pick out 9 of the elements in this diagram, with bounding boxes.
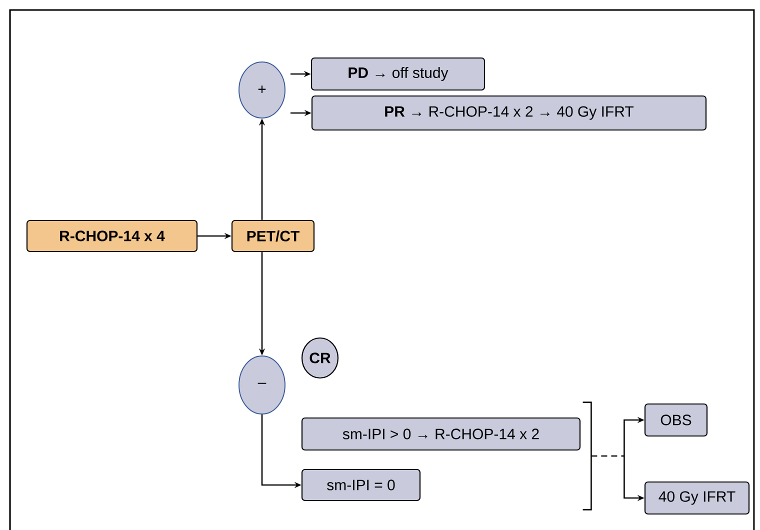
treatment-box: sm-IPI > 0 → R-CHOP-14 x 2 — [301, 417, 581, 451]
step-box: R-CHOP-14 x 4 — [26, 220, 198, 252]
treatment-box: sm-IPI = 0 — [301, 468, 421, 502]
outcome-box: PD → off study — [310, 57, 486, 91]
outcome-box: PR → R-CHOP-14 x 2 → 40 Gy IFRT — [311, 95, 707, 131]
outcome-box: OBS — [644, 403, 708, 437]
bracket — [582, 402, 592, 510]
step-box: PET/CT — [231, 220, 315, 252]
outcome-box: 40 Gy IFRT — [644, 481, 750, 515]
